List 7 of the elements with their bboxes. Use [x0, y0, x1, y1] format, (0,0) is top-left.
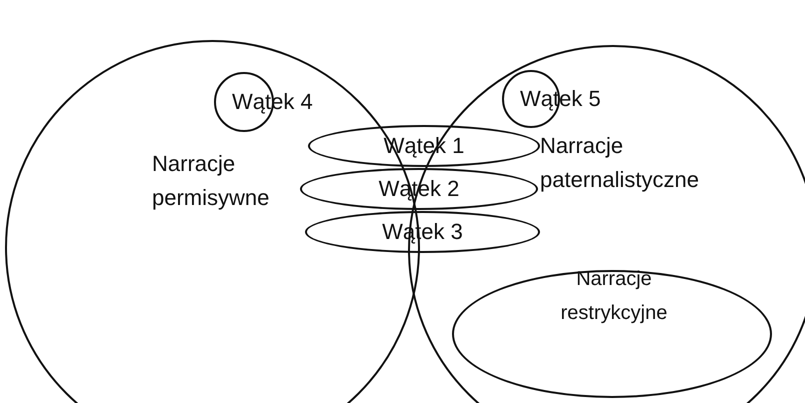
topic-ellipse — [305, 211, 540, 253]
subset-ellipse — [452, 270, 772, 398]
set-label: Narracje restrykcyjne — [560, 267, 668, 326]
set-label: Narracje permisywne — [152, 150, 270, 212]
set-label: Narracje paternalistyczne — [540, 132, 700, 194]
topic-ellipse — [308, 125, 540, 167]
topic-ellipse — [300, 168, 538, 210]
